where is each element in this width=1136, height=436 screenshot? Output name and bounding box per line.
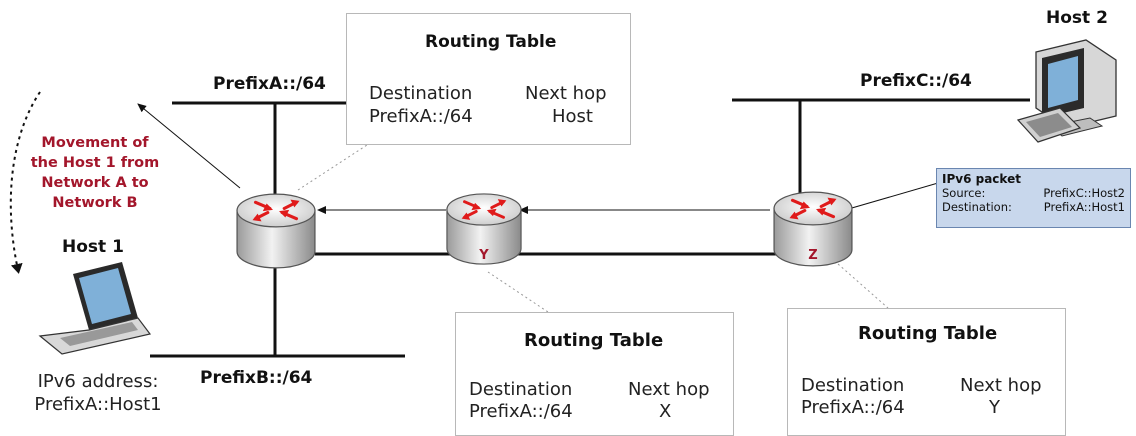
packet-destination-value: PrefixA::Host1 — [1043, 200, 1125, 214]
destination-value: PrefixA::/64 — [801, 397, 905, 418]
next-hop-value: Y — [989, 397, 1000, 418]
router-x — [235, 192, 317, 270]
router-icon — [235, 192, 317, 270]
next-hop-header: Next hop — [628, 379, 710, 400]
next-hop-value: X — [659, 401, 672, 422]
network-b-label: PrefixB::/64 — [200, 368, 313, 388]
packet-source-row: Source: PrefixC::Host2 — [942, 186, 1125, 200]
destination-header: Destination — [369, 83, 473, 104]
movement-note-line: Movement of — [41, 135, 149, 151]
routing-table-title: Routing Table — [425, 32, 557, 52]
desktop-computer-icon — [1016, 39, 1117, 143]
host-1-address: PrefixA::Host1 — [34, 394, 162, 415]
packet-destination-row: Destination: PrefixA::Host1 — [942, 200, 1125, 214]
destination-value: PrefixA::/64 — [369, 106, 473, 127]
host-1-address-label: IPv6 address: — [37, 371, 159, 392]
destination-header: Destination — [801, 375, 905, 396]
movement-note: Movement of the Host 1 from Network A to… — [20, 133, 170, 213]
routing-table-z: Routing Table Destination Next hop Prefi… — [787, 308, 1066, 436]
router-z-label: Z — [808, 248, 817, 263]
routing-table-title: Routing Table — [524, 330, 664, 351]
destination-header: Destination — [469, 379, 573, 400]
network-c-label: PrefixC::/64 — [860, 71, 972, 91]
ipv6-packet-box: IPv6 packet Source: PrefixC::Host2 Desti… — [936, 168, 1131, 228]
destination-value: PrefixA::/64 — [469, 401, 573, 422]
router-z: Z — [772, 190, 854, 268]
routing-table-title: Routing Table — [858, 323, 998, 344]
next-hop-value: Host — [552, 106, 593, 127]
laptop-icon — [38, 262, 152, 355]
movement-note-line: Network A to — [41, 175, 149, 191]
routing-table-x: Routing Table Destination Next hop Prefi… — [346, 13, 631, 145]
packet-source-value: PrefixC::Host2 — [1043, 186, 1125, 200]
packet-title: IPv6 packet — [942, 172, 1021, 186]
next-hop-header: Next hop — [525, 83, 607, 104]
movement-note-line: the Host 1 from — [30, 155, 160, 171]
packet-destination-label: Destination: — [942, 200, 1012, 214]
router-y-label: Y — [478, 248, 489, 263]
network-a-label: PrefixA::/64 — [213, 74, 326, 94]
host-1-label: Host 1 — [62, 237, 124, 257]
packet-source-label: Source: — [942, 186, 986, 200]
host-2-label: Host 2 — [1046, 8, 1108, 28]
router-y: Y — [445, 192, 523, 266]
routing-table-y: Routing Table Destination Next hop Prefi… — [455, 312, 734, 436]
movement-note-line: Network B — [52, 195, 138, 211]
next-hop-header: Next hop — [960, 375, 1042, 396]
